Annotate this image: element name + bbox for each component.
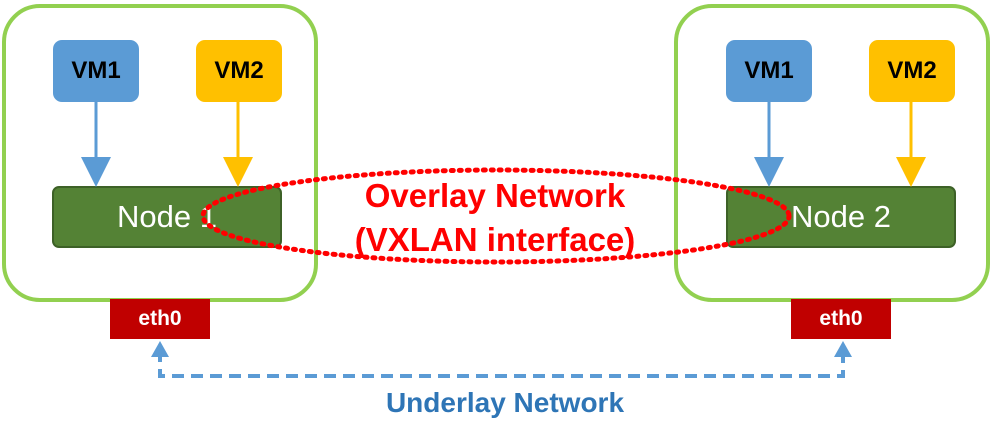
underlay-arrow-right bbox=[834, 341, 852, 357]
host-1-vm2: VM2 bbox=[196, 40, 282, 102]
underlay-label: Underlay Network bbox=[385, 387, 625, 418]
node-1: Node 1 bbox=[52, 186, 282, 248]
underlay-arrow-left bbox=[151, 341, 169, 357]
host-2-eth0: eth0 bbox=[791, 299, 891, 339]
underlay-link bbox=[158, 350, 845, 378]
overlay-title: Overlay Network bbox=[364, 177, 626, 214]
host-2-vm1: VM1 bbox=[726, 40, 812, 102]
node-2: Node 2 bbox=[726, 186, 956, 248]
host-2-vm2: VM2 bbox=[869, 40, 955, 102]
host-1-vm1: VM1 bbox=[53, 40, 139, 102]
overlay-subtitle: (VXLAN interface) bbox=[354, 221, 636, 258]
host-1-eth0: eth0 bbox=[110, 299, 210, 339]
